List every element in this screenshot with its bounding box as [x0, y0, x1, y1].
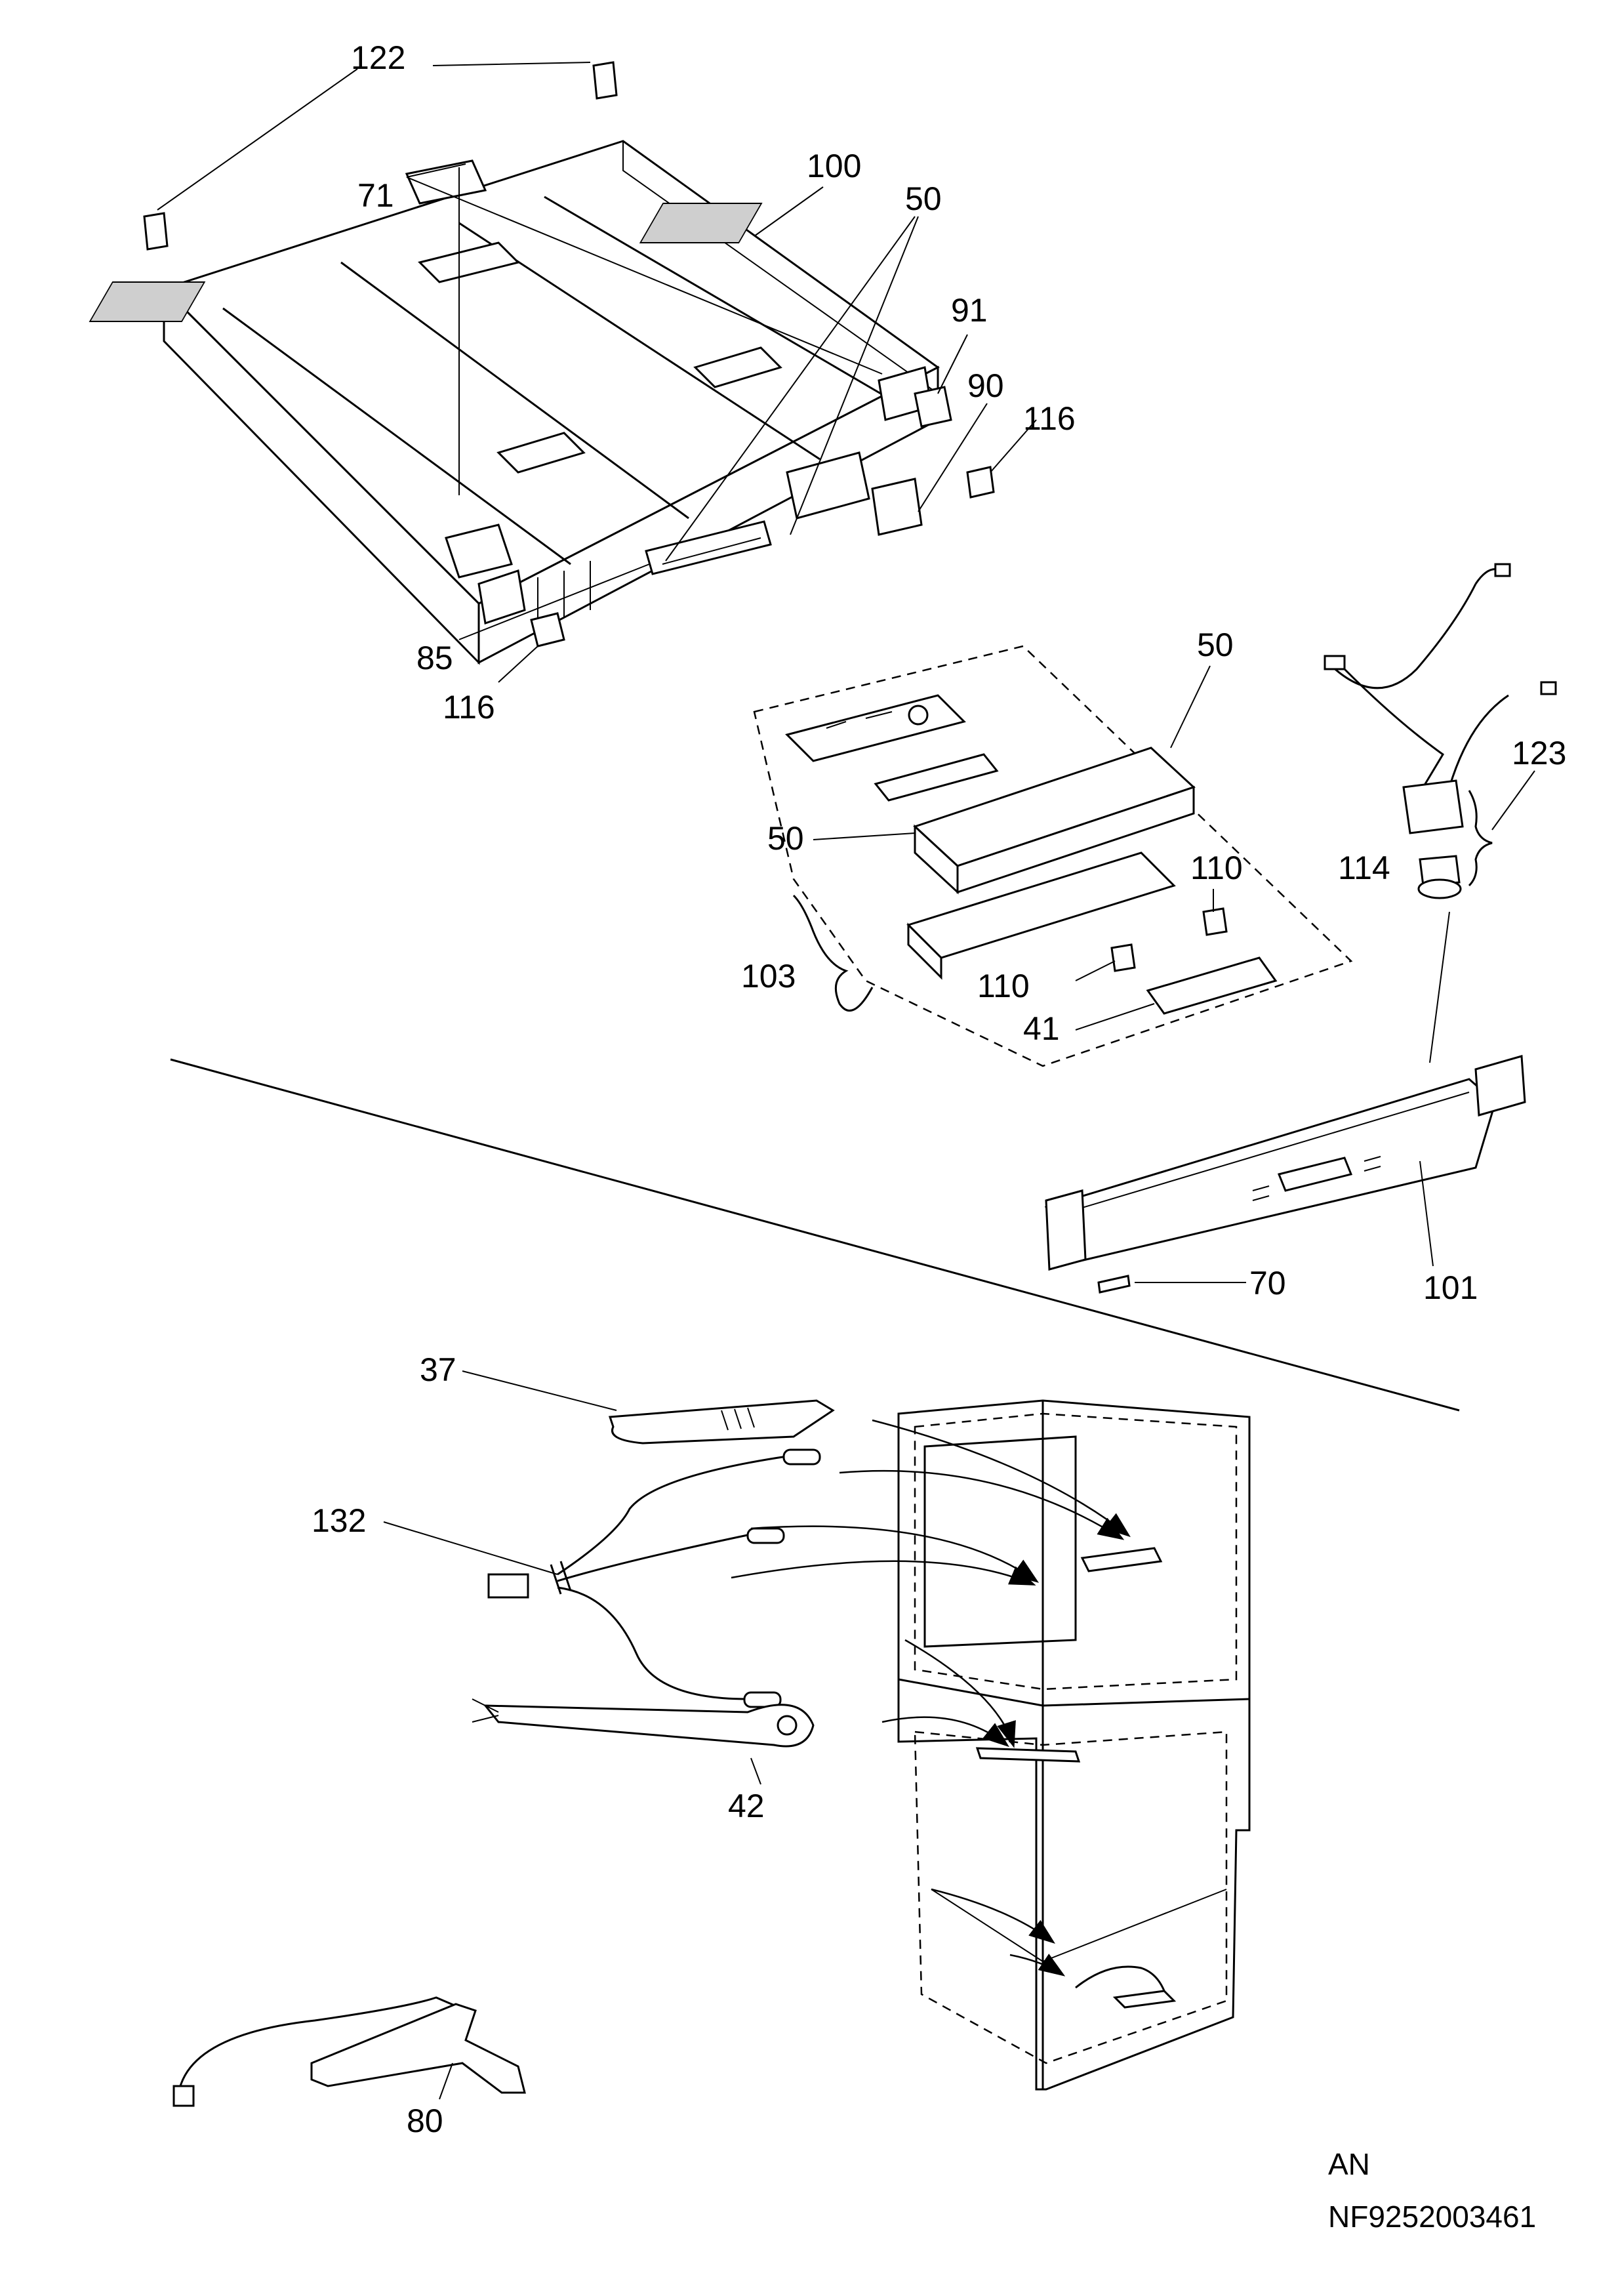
label-91: 91 — [951, 292, 988, 329]
sensor-42 — [472, 1698, 815, 1748]
leader-122 — [157, 62, 591, 211]
cover-41 — [1146, 956, 1278, 1015]
label-42: 42 — [728, 1788, 765, 1824]
cabinet-outline — [897, 1399, 1251, 2091]
clip-110-lower — [1110, 943, 1136, 972]
board-bracket — [874, 753, 999, 802]
sensor-37 — [608, 1399, 835, 1445]
label-110: 110 — [1190, 850, 1243, 886]
label-101: 101 — [1423, 1269, 1478, 1306]
label-116: 116 — [443, 689, 495, 726]
cover-plate-71 — [405, 159, 487, 205]
label-90: 90 — [967, 367, 1004, 404]
leader-101 — [1419, 1160, 1434, 1267]
label-122: 122 — [351, 39, 405, 76]
bracket-85 — [645, 520, 772, 575]
brace-123 — [1468, 790, 1493, 887]
sensor-42-installed — [975, 1747, 1081, 1763]
leader-41 — [1075, 1003, 1155, 1031]
leader-42 — [750, 1757, 761, 1785]
leader-50a — [665, 216, 919, 562]
label-70: 70 — [1249, 1265, 1286, 1302]
brace-103 — [792, 894, 874, 1012]
lamp-114 — [1417, 855, 1462, 899]
arrow-132-c — [731, 1560, 1036, 1586]
section-divider-line — [170, 1058, 1460, 1412]
fuse-holder-91 — [914, 386, 952, 428]
sensor-80-installed — [1075, 1965, 1177, 2009]
label-80: 80 — [407, 2102, 443, 2139]
label-110: 110 — [977, 968, 1030, 1004]
leader-50b — [1170, 665, 1211, 748]
leader-37 — [462, 1370, 617, 1411]
leader-91 — [937, 334, 968, 394]
arrow-42-to-cabinet — [904, 1639, 1016, 1748]
label-114: 114 — [1338, 850, 1390, 886]
clip-70 — [1097, 1275, 1131, 1294]
label-50: 50 — [1197, 626, 1234, 663]
hinge-cap-122-left — [143, 212, 169, 251]
module-housing-top — [913, 747, 1196, 895]
label-41: 41 — [1023, 1010, 1060, 1047]
leader-116b — [498, 646, 538, 683]
drawing-number: NF9252003461 — [1328, 2200, 1536, 2234]
arrow-132-b — [750, 1525, 1040, 1583]
transformer-90 — [786, 451, 923, 536]
leader-132 — [383, 1521, 558, 1575]
label-116: 116 — [1023, 400, 1076, 437]
sensor-80 — [172, 1996, 526, 2107]
leader-100 — [754, 186, 824, 237]
leader-101-up — [1429, 911, 1450, 1063]
wiring-harness-123 — [1324, 563, 1557, 834]
label-50: 50 — [905, 180, 942, 217]
leader-85 — [458, 564, 650, 640]
control-panel-101 — [1044, 1055, 1526, 1271]
leader-80 — [439, 2062, 453, 2100]
leader-123 — [1491, 770, 1535, 830]
clip-116-left — [530, 612, 565, 647]
label-100: 100 — [807, 148, 861, 184]
arrow-80-b — [1009, 1954, 1066, 1977]
leader-71 — [406, 163, 883, 495]
label-71: 71 — [357, 177, 394, 214]
clip-110-upper — [1202, 907, 1228, 936]
label-37: 37 — [420, 1351, 456, 1388]
module-housing-bottom — [906, 851, 1176, 980]
module-outline-103 — [753, 645, 1353, 1067]
control-board — [785, 694, 966, 762]
variant-code: AN — [1328, 2147, 1370, 2181]
label-85: 85 — [416, 640, 453, 676]
arrow-37-to-cabinet — [872, 1419, 1131, 1538]
leader-50c — [813, 832, 916, 840]
top-cover-100 — [89, 140, 940, 665]
leader-116a — [990, 419, 1037, 473]
label-123: 123 — [1512, 735, 1566, 771]
label-50: 50 — [767, 820, 804, 857]
arrow-42-b — [881, 1716, 1009, 1748]
arrow-80-to-cabinet — [931, 1888, 1055, 1944]
label-103: 103 — [741, 958, 796, 994]
leader-90 — [918, 403, 988, 512]
arrow-132-a — [839, 1469, 1125, 1540]
leader-110b — [1075, 960, 1116, 981]
label-132: 132 — [312, 1502, 366, 1539]
sensor-37-installed — [1080, 1547, 1163, 1572]
clip-116-right — [966, 466, 995, 499]
sensor-harness-132 — [487, 1448, 821, 1708]
hinge-cap-122-right — [592, 61, 618, 100]
